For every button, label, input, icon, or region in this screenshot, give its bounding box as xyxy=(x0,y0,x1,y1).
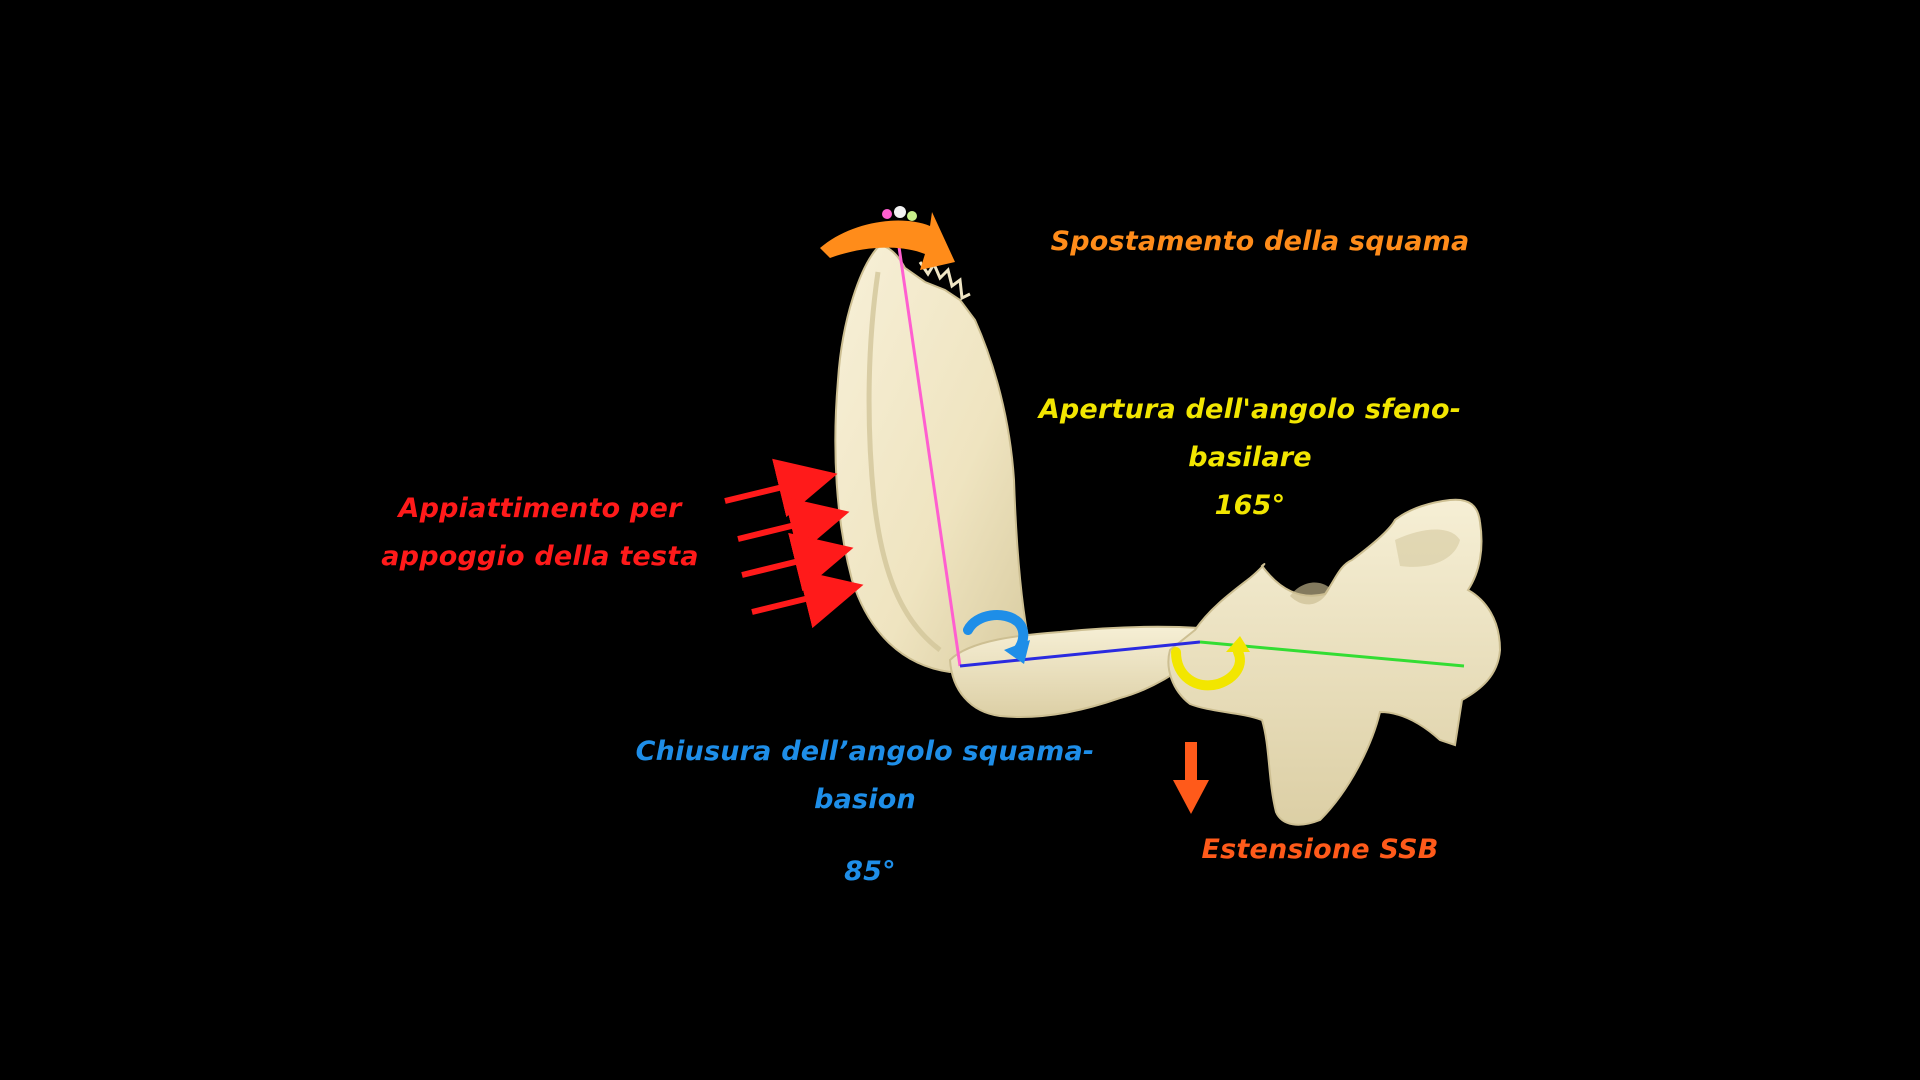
estensione-text: Estensione SSB xyxy=(1201,834,1439,865)
top-marker-white-icon xyxy=(894,206,906,218)
rotate-arrow-head-icon xyxy=(1004,640,1030,664)
squama-inner-ridge xyxy=(866,271,942,652)
top-marker-pink-icon xyxy=(882,209,892,219)
arrow-down-shaft-icon xyxy=(1185,742,1197,782)
squama-serrated-edge xyxy=(918,260,971,301)
sphenoid-sella-shading xyxy=(1290,582,1330,605)
rotate-arrow-head-icon xyxy=(1226,636,1250,652)
apertura-label: Apertura dell'angolo sfeno- basilare 165… xyxy=(995,386,1505,530)
chiusura-line2: basion xyxy=(814,784,916,815)
estensione-label: Estensione SSB xyxy=(1150,826,1490,874)
arrow-right-icon xyxy=(737,496,850,556)
rotate-arrow-icon xyxy=(963,610,1029,655)
apertura-line2: basilare xyxy=(1188,442,1312,473)
squama-axis-line xyxy=(896,239,962,667)
curved-arrow-right-icon xyxy=(820,212,955,270)
sphenoid-wing-shading xyxy=(1395,529,1460,567)
spostamento-text: Spostamento della squama xyxy=(1050,226,1470,257)
rotate-arrow-icon xyxy=(1171,647,1245,691)
arrow-right-icon xyxy=(741,532,854,592)
basion-axis-line xyxy=(959,640,1201,668)
apertura-angle: 165° xyxy=(1214,490,1286,521)
chiusura-angle-label: 85° xyxy=(790,848,950,896)
arrow-right-icon xyxy=(724,458,838,518)
appiattimento-line2: appoggio della testa xyxy=(381,541,699,572)
chiusura-angle: 85° xyxy=(844,856,896,887)
spostamento-label: Spostamento della squama xyxy=(1010,218,1510,266)
arrow-down-icon xyxy=(1173,780,1209,814)
chiusura-label: Chiusura dell’angolo squama- basion xyxy=(600,728,1130,824)
appiattimento-label: Appiattimento per appoggio della testa xyxy=(340,485,740,581)
appiattimento-line1: Appiattimento per xyxy=(398,493,682,524)
apertura-line1: Apertura dell'angolo sfeno- xyxy=(1038,394,1462,425)
top-marker-green-icon xyxy=(907,211,917,221)
arrow-right-icon xyxy=(751,569,864,629)
chiusura-line1: Chiusura dell’angolo squama- xyxy=(635,736,1095,767)
